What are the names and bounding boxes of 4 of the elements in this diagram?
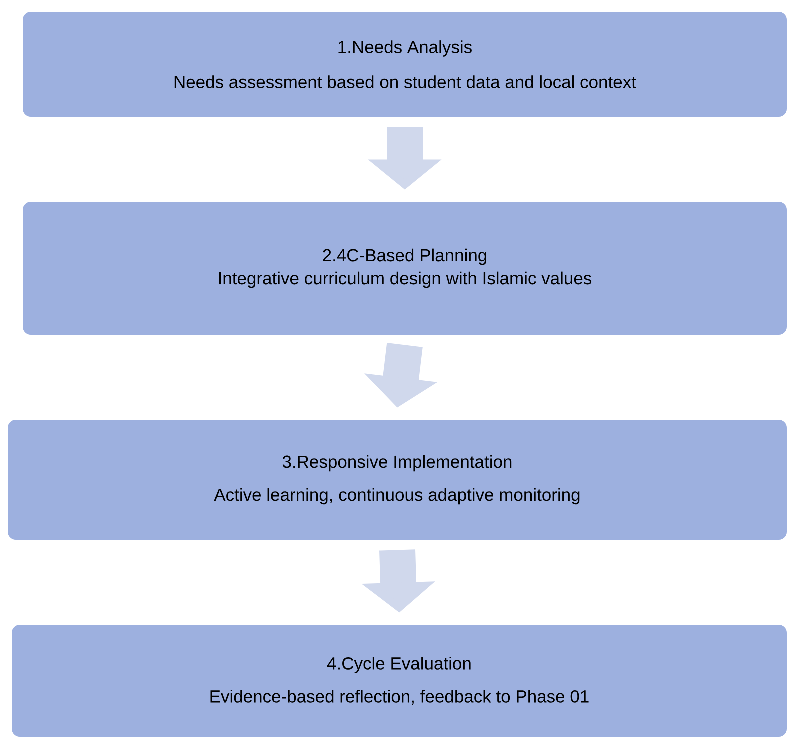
process-box: 4.Cycle Evaluation Evidence-based reflection, feedback to Phase 01 bbox=[12, 625, 787, 737]
process-box: 3.Responsive Implementation Active learning, continuous adaptive monitoring bbox=[8, 420, 787, 540]
process-box: 1.Needs Analysis Needs assessment based on student data and local context bbox=[23, 12, 787, 117]
process-box: 2.4C-Based Planning Integrative curriculum design with Islamic values bbox=[23, 202, 787, 335]
